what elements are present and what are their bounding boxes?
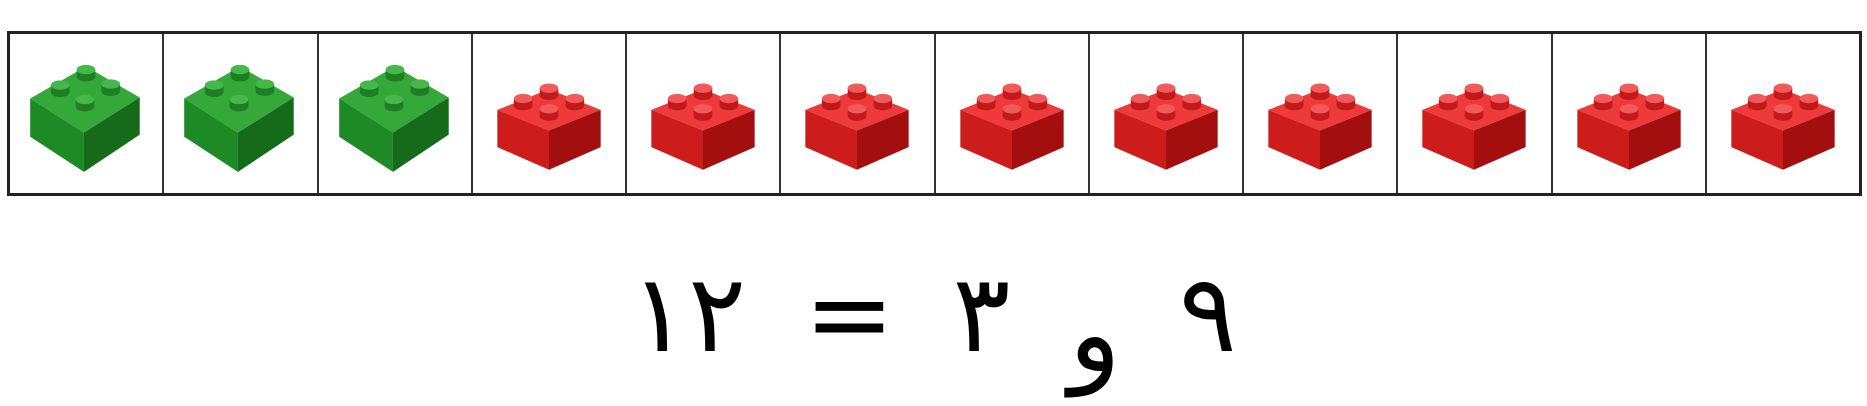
block-cell <box>1398 34 1553 193</box>
conjunction-and: و <box>1068 272 1121 397</box>
green-lego-brick-icon <box>338 64 449 172</box>
block-cell <box>164 34 319 193</box>
red-lego-brick-icon <box>805 83 910 170</box>
red-lego-brick-icon <box>1268 83 1372 170</box>
green-lego-brick-icon <box>184 64 295 172</box>
red-lego-brick-icon <box>1422 83 1527 170</box>
second-addend: ٣ <box>952 252 1011 377</box>
equals-sign: = <box>804 252 895 377</box>
block-cell <box>1090 34 1244 193</box>
block-cell <box>1244 34 1399 193</box>
first-addend: ٩ <box>1178 252 1237 377</box>
block-cell <box>10 34 165 193</box>
red-lego-brick-icon <box>959 83 1064 170</box>
block-cell <box>1707 34 1859 193</box>
red-lego-brick-icon <box>1114 83 1218 170</box>
lego-block-strip <box>7 31 1862 196</box>
green-lego-brick-icon <box>30 64 140 172</box>
red-lego-brick-icon <box>651 83 755 170</box>
block-cell <box>319 34 473 193</box>
block-cell <box>473 34 627 193</box>
addition-equation: ٩ و ٣ = ١٢ <box>0 240 1867 390</box>
block-cell <box>936 34 1090 193</box>
red-lego-brick-icon <box>497 83 601 170</box>
red-lego-brick-icon <box>1731 83 1835 170</box>
red-lego-brick-icon <box>1576 83 1681 170</box>
block-cell <box>1553 34 1707 193</box>
block-cell <box>627 34 782 193</box>
block-cell <box>781 34 936 193</box>
sum-result: ١٢ <box>630 252 747 377</box>
